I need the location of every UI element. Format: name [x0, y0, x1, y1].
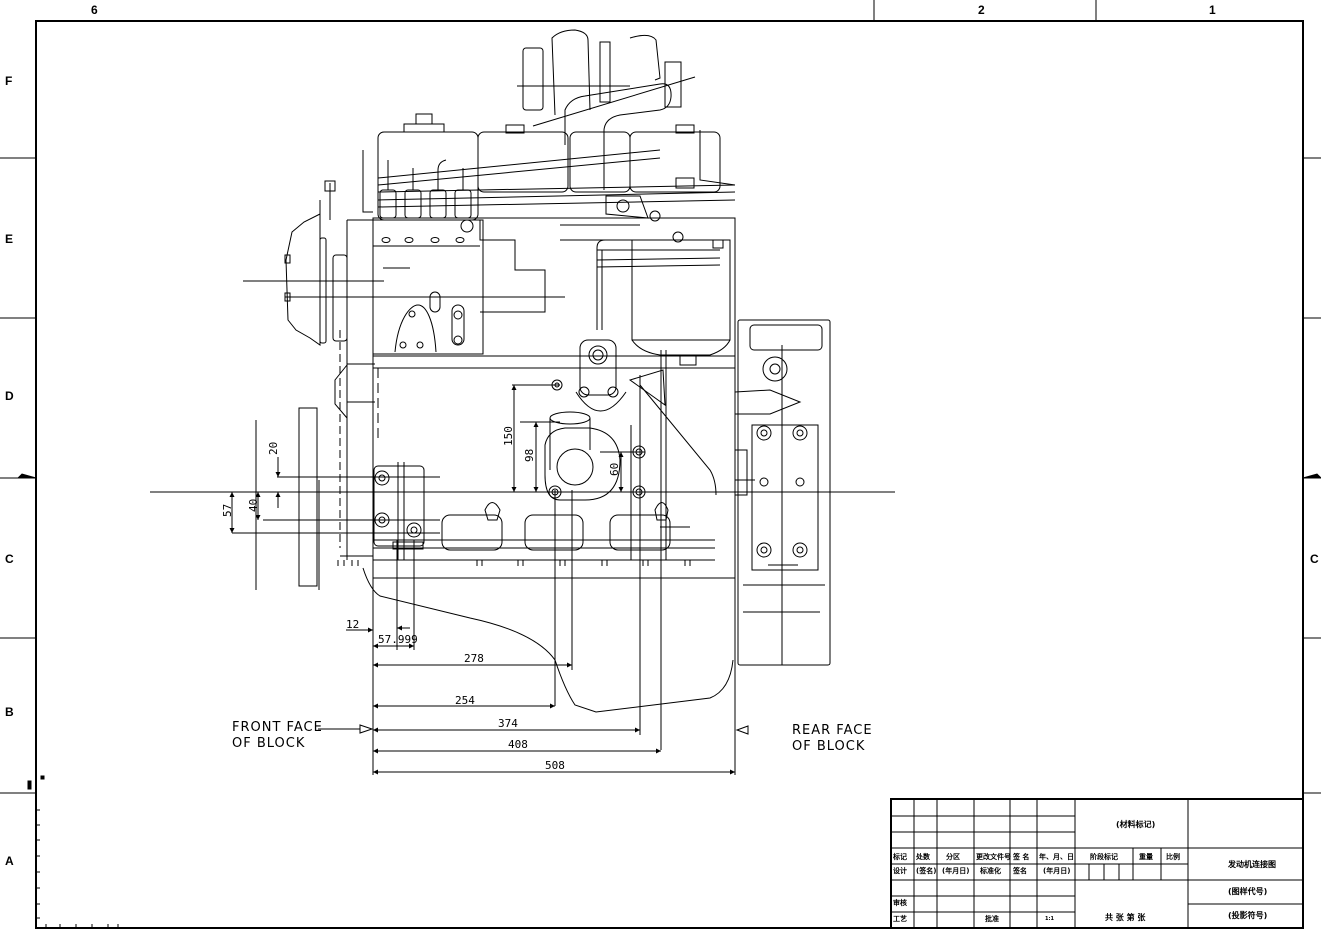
zone-label-top-1: 1 — [1209, 3, 1216, 17]
tb-sign2: 签名 — [1013, 867, 1027, 875]
drawing-code: (图样代号) — [1228, 887, 1268, 896]
tb-signature: 签 名 — [1013, 853, 1030, 861]
weight-label: 重量 — [1139, 853, 1153, 861]
dim-12: 12 — [346, 618, 359, 631]
zone-label-left-d: D — [5, 389, 14, 403]
dim-508: 508 — [545, 759, 565, 772]
zone-label-left-a: A — [5, 854, 14, 868]
dim-20: 20 — [267, 442, 280, 455]
tb-signed-name: (签名) — [916, 867, 937, 875]
tb-change-doc: 更改文件号 — [976, 853, 1011, 861]
zone-label-left-e: E — [5, 232, 14, 246]
stage-mark-label: 阶段标记 — [1090, 853, 1118, 861]
dim-278: 278 — [464, 652, 484, 665]
title-block-grid — [890, 798, 1304, 929]
dim-57-999: 57.999 — [378, 633, 418, 646]
projection-symbol: (投影符号) — [1228, 911, 1268, 920]
dimension-lines — [229, 385, 749, 775]
dim-57: 57 — [221, 504, 234, 517]
front-face-line2: OF BLOCK — [232, 736, 306, 751]
sheet-count: 共 张 第 张 — [1105, 913, 1146, 922]
tb-approve: 批准 — [985, 915, 999, 923]
rear-face-line2: OF BLOCK — [792, 739, 866, 754]
tb-process: 工艺 — [893, 915, 907, 923]
tb-ymd2: (年月日) — [1043, 867, 1071, 875]
rear-face-note: REAR FACE OF BLOCK — [792, 723, 873, 755]
scale-label: 比例 — [1166, 853, 1180, 861]
dim-408: 408 — [508, 738, 528, 751]
dim-374: 374 — [498, 717, 518, 730]
dim-40: 40 — [247, 499, 260, 512]
dim-254: 254 — [455, 694, 475, 707]
drawing-name: 发动机连接图 — [1228, 860, 1276, 869]
tb-design: 设计 — [893, 867, 907, 875]
zone-label-left-b: B — [5, 705, 14, 719]
tb-standardization: 标准化 — [980, 867, 1001, 875]
tb-count: 处数 — [916, 853, 930, 861]
tb-zone: 分区 — [946, 853, 960, 861]
dim-60: 60 — [608, 463, 621, 476]
rear-face-line1: REAR FACE — [792, 723, 873, 738]
tb-date: 年、月、日 — [1039, 853, 1074, 861]
zone-label-left-f: F — [5, 74, 13, 88]
dim-150: 150 — [502, 426, 515, 446]
dim-98: 98 — [523, 449, 536, 462]
tb-scale-value: 1:1 — [1045, 916, 1054, 922]
zone-label-top-6: 6 — [91, 3, 98, 17]
tb-ymd: (年月日) — [942, 867, 970, 875]
engine-side-view — [150, 29, 895, 775]
front-face-note: FRONT FACE OF BLOCK — [232, 720, 323, 752]
front-face-line1: FRONT FACE — [232, 720, 323, 735]
tb-review: 审核 — [893, 899, 907, 907]
material-mark: (材料标记) — [1116, 820, 1156, 829]
dimension-labels: 20 40 57 150 98 60 12 57.999 278 254 374… — [221, 426, 621, 772]
zone-label-top-2: 2 — [978, 3, 985, 17]
zone-label-left-c: C — [5, 552, 14, 566]
zone-label-right-c: C — [1310, 552, 1319, 566]
tb-mark: 标记 — [893, 853, 907, 861]
